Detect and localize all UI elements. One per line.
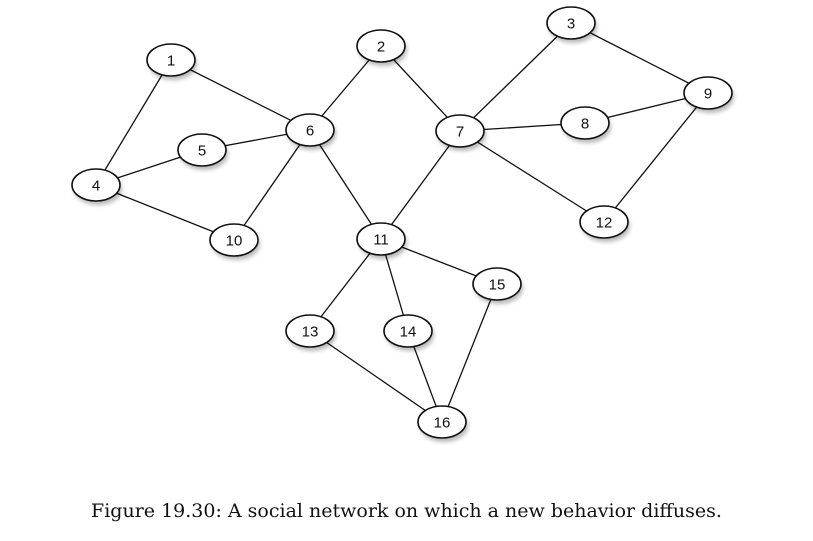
node-ellipse xyxy=(177,133,227,167)
edge-1-4 xyxy=(95,59,172,186)
node-label: 9 xyxy=(704,86,712,103)
node-8: 8 xyxy=(560,106,611,143)
node-label: 5 xyxy=(198,143,206,160)
node-label: 10 xyxy=(226,233,243,250)
node-label: 15 xyxy=(489,277,506,294)
node-14: 14 xyxy=(383,314,434,351)
node-12: 12 xyxy=(579,205,630,242)
figure-caption: Figure 19.30: A social network on which … xyxy=(91,500,722,522)
node-ellipse xyxy=(560,106,610,140)
node-16: 16 xyxy=(417,405,468,442)
node-label: 16 xyxy=(434,415,451,432)
node-13: 13 xyxy=(285,314,336,351)
node-ellipse xyxy=(209,223,259,257)
node-4: 4 xyxy=(71,168,122,205)
node-15: 15 xyxy=(472,267,523,304)
node-5: 5 xyxy=(177,133,228,170)
node-6: 6 xyxy=(285,113,336,150)
node-2: 2 xyxy=(356,29,407,66)
edge-3-7 xyxy=(459,22,572,132)
node-label: 12 xyxy=(596,215,613,232)
node-label: 4 xyxy=(92,178,100,195)
edge-13-16 xyxy=(309,330,443,423)
node-ellipse xyxy=(146,43,196,77)
edge-7-11 xyxy=(380,130,461,240)
node-ellipse xyxy=(472,267,522,301)
node-ellipse xyxy=(579,205,629,239)
node-ellipse xyxy=(71,168,121,202)
node-ellipse xyxy=(546,6,596,40)
node-ellipse xyxy=(285,113,335,147)
node-ellipse xyxy=(383,314,433,348)
node-label: 8 xyxy=(581,116,589,133)
node-ellipse xyxy=(285,314,335,348)
node-label: 11 xyxy=(373,232,389,249)
node-label: 3 xyxy=(567,16,575,33)
node-ellipse xyxy=(356,29,406,63)
node-label: 13 xyxy=(302,324,319,341)
edge-6-10 xyxy=(233,129,311,241)
node-10: 10 xyxy=(209,223,260,260)
edge-1-6 xyxy=(170,59,311,131)
node-label: 7 xyxy=(456,124,464,141)
edge-7-12 xyxy=(459,130,605,223)
node-ellipse xyxy=(417,405,467,439)
node-label: 14 xyxy=(400,324,417,341)
node-7: 7 xyxy=(435,114,486,151)
node-1: 1 xyxy=(146,43,197,80)
node-11: 11 xyxy=(356,222,407,259)
node-ellipse xyxy=(356,222,406,256)
node-label: 6 xyxy=(306,123,314,140)
node-ellipse xyxy=(683,76,733,110)
node-ellipse xyxy=(435,114,485,148)
node-label: 2 xyxy=(377,39,385,56)
node-3: 3 xyxy=(546,6,597,43)
node-9: 9 xyxy=(683,76,734,113)
edge-9-12 xyxy=(603,92,709,223)
node-label: 1 xyxy=(167,53,175,70)
edge-15-16 xyxy=(441,283,498,423)
